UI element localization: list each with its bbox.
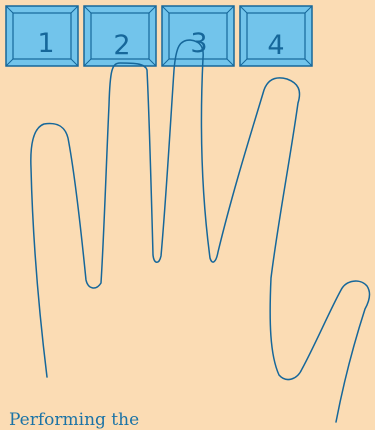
key-3: 3	[162, 6, 234, 66]
key-2-label: 2	[113, 30, 130, 61]
hand-outline	[31, 40, 370, 422]
key-2: 2	[84, 6, 156, 66]
key-1-label: 1	[37, 28, 54, 59]
key-4: 4	[240, 6, 312, 66]
caption: Performing the	[9, 410, 139, 430]
keypad: 1 2 3 4	[6, 6, 312, 66]
key-4-label: 4	[267, 30, 284, 61]
key-1: 1	[6, 6, 78, 66]
